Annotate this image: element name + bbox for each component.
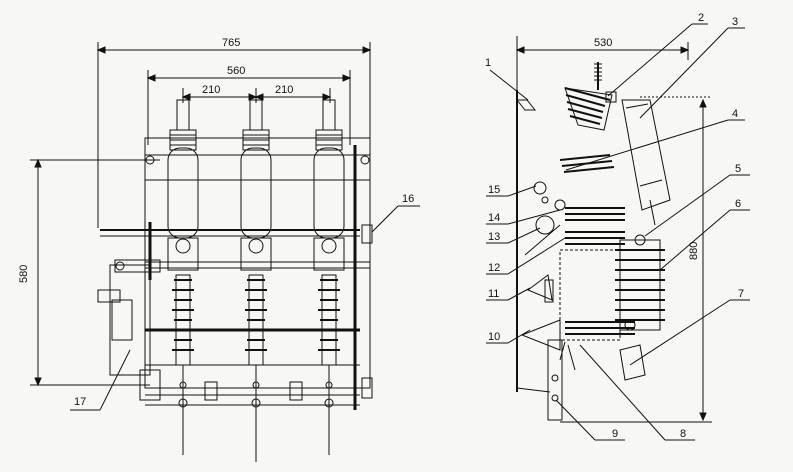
dim-530-text: 530 — [594, 37, 612, 49]
main-insulator — [619, 239, 661, 331]
callout-3: 3 — [639, 16, 745, 119]
callout-2: 2 — [607, 12, 708, 97]
callout-14: 14 — [486, 209, 561, 225]
callout-16-text: 16 — [402, 193, 414, 205]
callout-4: 4 — [565, 108, 745, 171]
callout-4-text: 4 — [732, 108, 738, 120]
dim-210-left-text: 210 — [202, 84, 220, 96]
cable-terminal — [619, 344, 646, 381]
callout-8: 8 — [579, 344, 695, 441]
callout-11-text: 11 — [488, 288, 499, 300]
callout-6: 6 — [659, 198, 750, 271]
dim-580-text: 580 — [18, 265, 30, 283]
callout-9: 9 — [555, 399, 625, 441]
interlock-block — [361, 224, 373, 244]
callout-13-text: 13 — [488, 231, 500, 243]
fuse-c — [313, 147, 345, 239]
dim-765-text: 765 — [222, 37, 240, 49]
callout-10-text: 10 — [488, 331, 500, 343]
dim-phase-span: 560 — [146, 65, 352, 145]
callout-6-text: 6 — [735, 198, 741, 210]
callout-8-text: 8 — [680, 428, 686, 440]
callout-9-text: 9 — [612, 428, 618, 440]
dim-overall-width: 765 — [96, 37, 372, 228]
earthing-base — [547, 339, 563, 421]
callout-14-text: 14 — [488, 212, 500, 224]
callout-7-text: 7 — [738, 288, 744, 300]
front-view: 765 560 210 210 580 — [18, 37, 420, 462]
dim-height: 580 — [18, 158, 160, 387]
callout-3-text: 3 — [732, 16, 738, 28]
callout-16: 16 — [371, 193, 420, 233]
operating-mechanism — [109, 264, 151, 376]
callout-12: 12 — [486, 237, 566, 275]
phase-b — [240, 99, 272, 462]
callout-5: 5 — [644, 163, 750, 237]
callout-10: 10 — [486, 329, 531, 344]
side-view: 530 880 — [485, 12, 750, 441]
callout-7: 7 — [629, 288, 750, 366]
callout-17: 17 — [70, 349, 131, 411]
dim-depth: 530 — [515, 36, 690, 90]
callout-2-text: 2 — [698, 12, 704, 24]
dim-560-text: 560 — [227, 65, 245, 77]
callout-1-text: 1 — [485, 57, 491, 69]
callout-15-text: 15 — [488, 184, 500, 196]
dim-side-height: 880 — [560, 96, 712, 423]
callout-12-text: 12 — [488, 262, 500, 274]
callout-5-text: 5 — [735, 163, 741, 175]
fuse-b — [240, 147, 272, 239]
callout-17-text: 17 — [74, 396, 86, 408]
dim-880-text: 880 — [688, 242, 700, 260]
fuse-tube — [621, 99, 671, 211]
dim-210-right-text: 210 — [275, 84, 293, 96]
phase-c — [313, 99, 345, 455]
fuse-a — [167, 147, 199, 239]
callout-15: 15 — [486, 184, 537, 197]
callout-1: 1 — [485, 57, 529, 101]
phase-a — [167, 99, 199, 455]
callout-13: 13 — [486, 227, 541, 244]
callout-11: 11 — [486, 287, 531, 301]
